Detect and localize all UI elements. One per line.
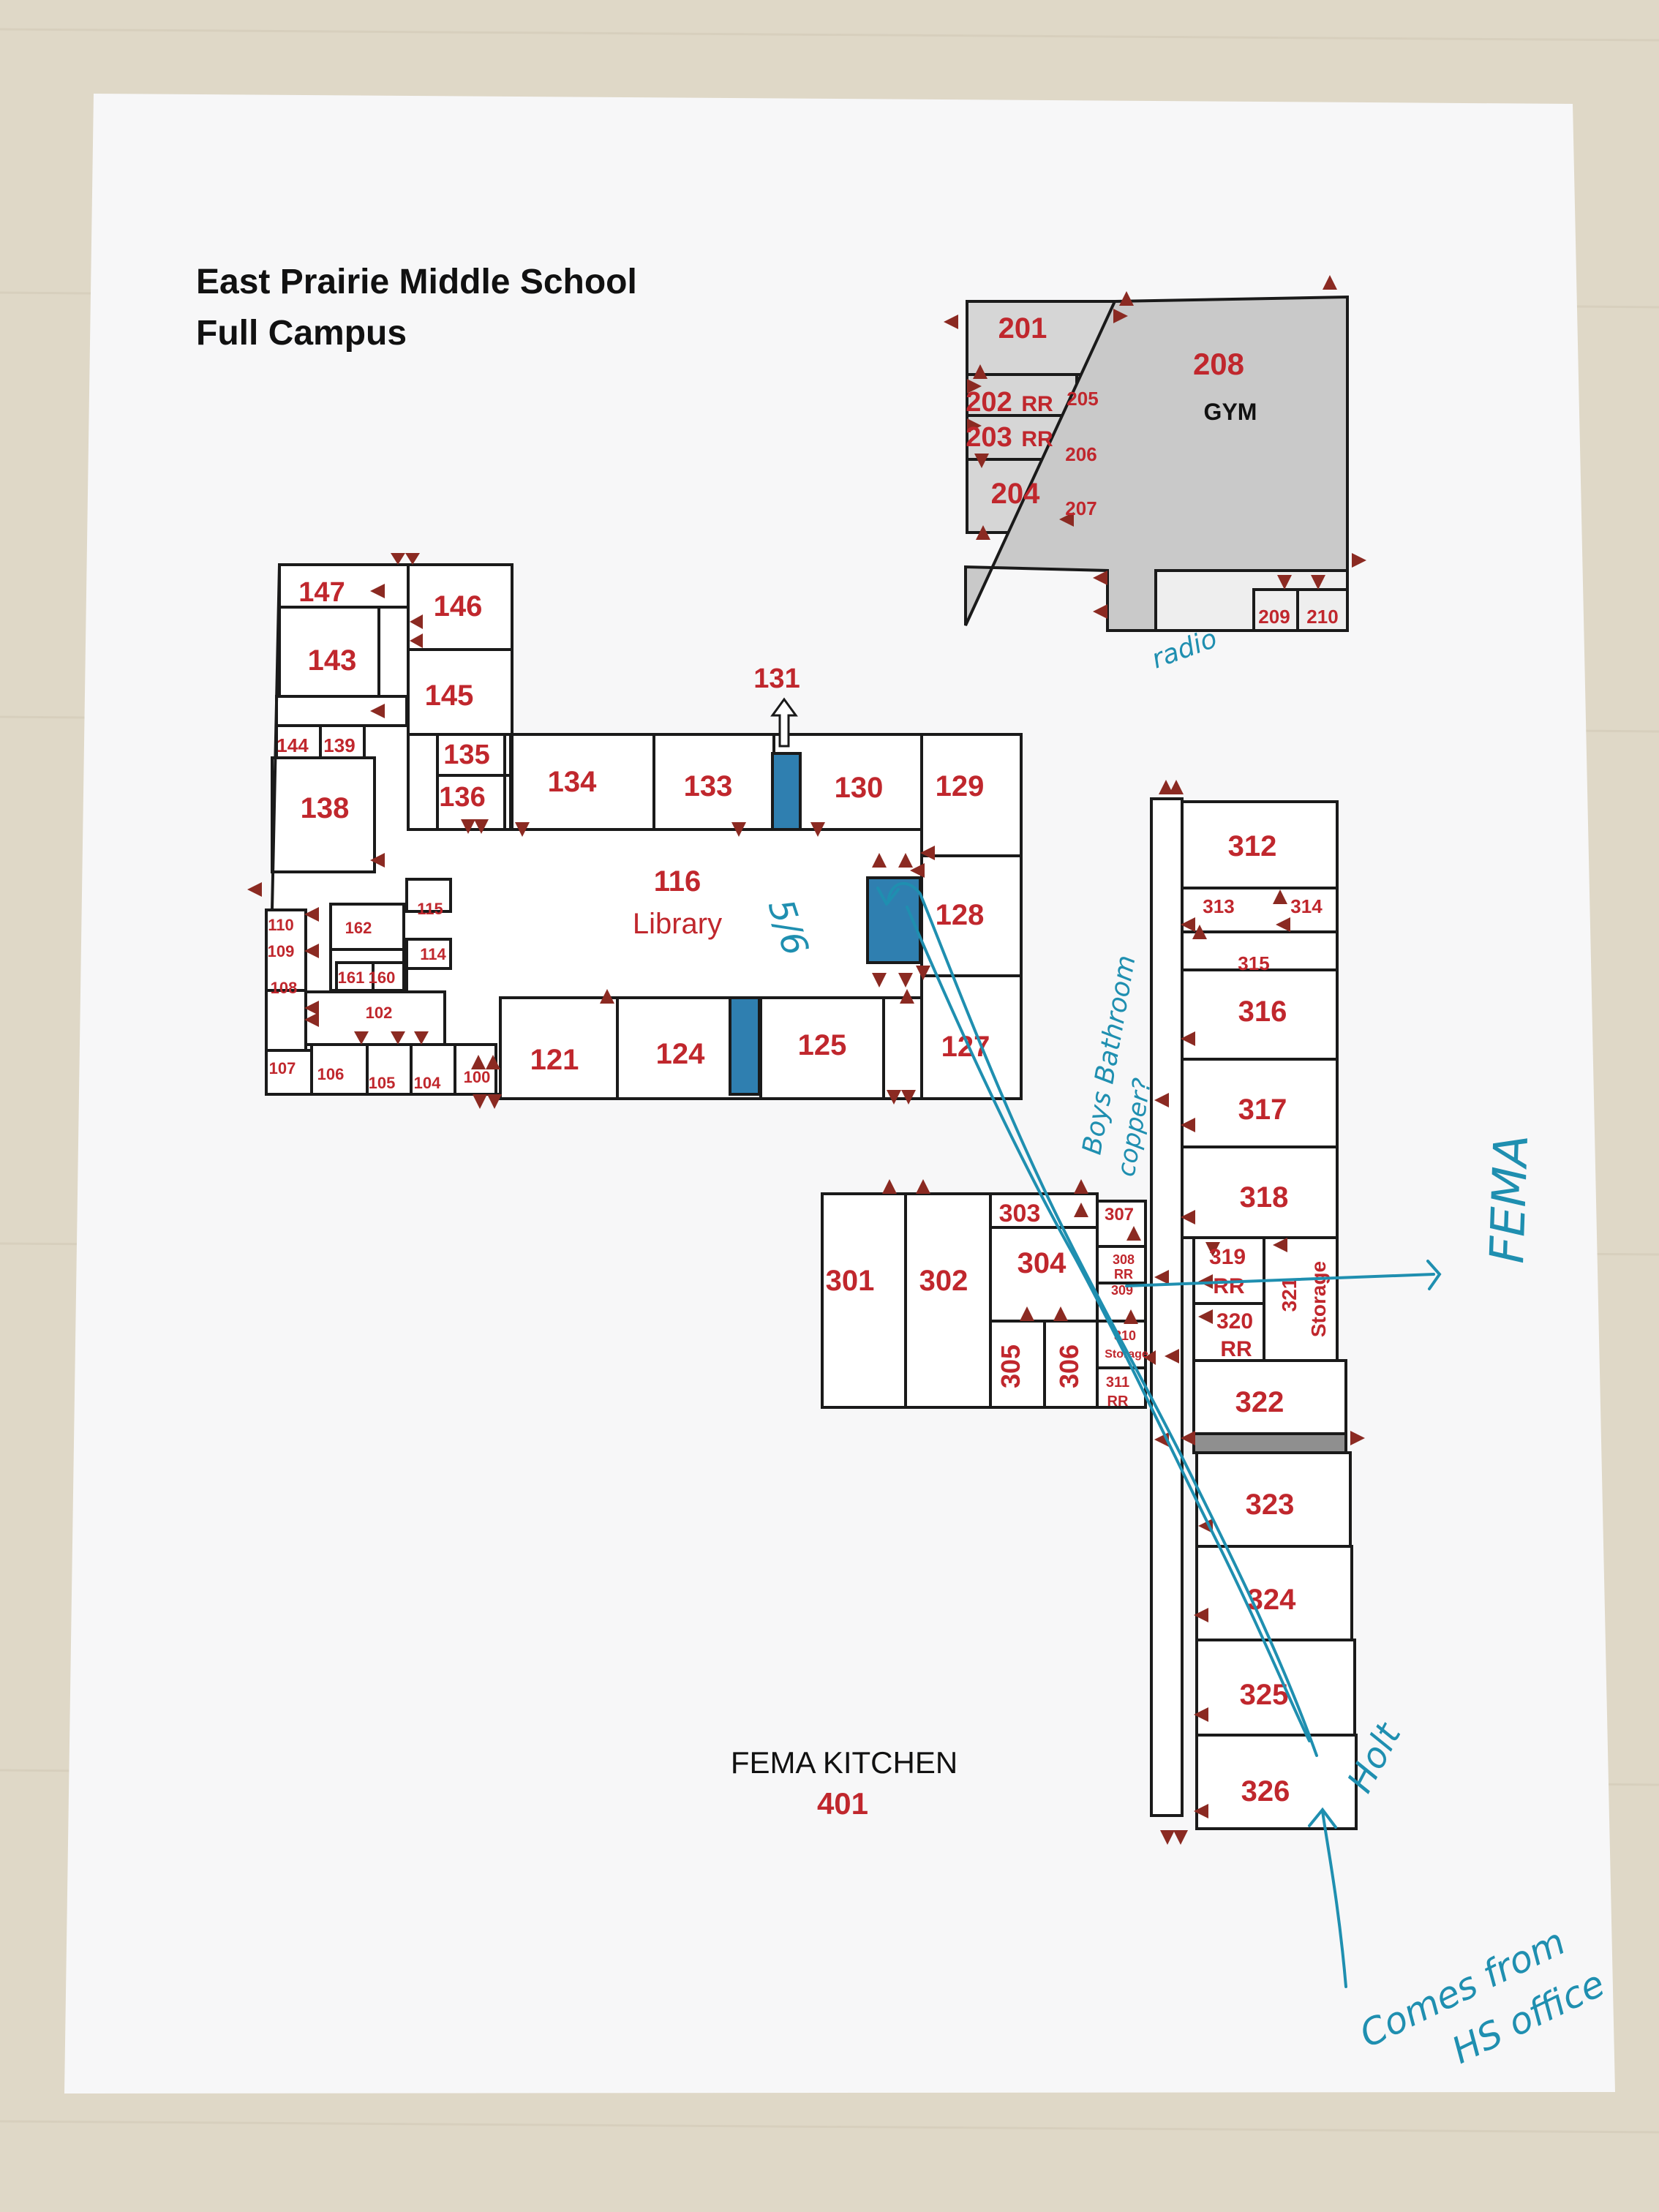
room-305: 305 [996,1344,1026,1388]
room-210: 210 [1306,606,1338,628]
room-202-rr: RR [1021,392,1053,416]
room-207: 207 [1065,497,1096,519]
room-318: 318 [1240,1181,1289,1214]
room-102: 102 [366,1004,393,1022]
room-138: 138 [301,792,350,824]
room-131: 131 [753,663,800,694]
gym-label: GYM [1204,399,1257,425]
room-316: 316 [1238,996,1287,1028]
fema-kitchen-label: FEMA KITCHEN [731,1745,958,1780]
room-108: 108 [271,979,298,997]
storage-310: Storage [1105,1348,1148,1361]
room-146: 146 [434,590,483,622]
room-315: 315 [1238,952,1269,974]
page-subtitle: Full Campus [196,314,407,353]
room-162: 162 [345,919,372,937]
room-320-rr: RR [1220,1337,1252,1361]
building-300 [821,797,1358,1830]
room-205: 205 [1066,388,1098,410]
room-105: 105 [369,1074,396,1092]
room-139: 139 [323,734,355,756]
room-130: 130 [835,772,884,804]
building-100 [265,563,1023,1100]
room-160: 160 [369,968,396,987]
room-106: 106 [317,1065,345,1083]
handwritten-fema: FEMA [1481,1134,1539,1265]
stairwell-5-6 [771,752,802,831]
room-136: 136 [439,782,485,813]
room-147: 147 [298,577,345,608]
room-319: 319 [1209,1245,1246,1269]
room-401: 401 [817,1786,868,1821]
room-109: 109 [268,942,295,960]
room-308: 308 [1113,1252,1135,1267]
room-110: 110 [268,916,294,934]
room-206: 206 [1065,443,1096,465]
room-133: 133 [684,770,733,802]
room-135: 135 [443,740,489,770]
room-324: 324 [1247,1584,1296,1616]
room-161: 161 [338,968,365,987]
library-label: Library [633,908,722,940]
handwritten-route [876,881,1442,1988]
room-209: 209 [1258,606,1290,628]
room-322: 322 [1235,1386,1284,1418]
room-325: 325 [1240,1679,1289,1711]
room-311-rr: RR [1107,1393,1129,1410]
room-201: 201 [998,312,1047,345]
room-301: 301 [826,1265,875,1297]
building-200 [964,295,1349,632]
room-104: 104 [414,1074,441,1092]
room-326: 326 [1241,1775,1290,1807]
room-203-rr: RR [1021,427,1053,451]
room-314: 314 [1290,895,1323,917]
room-134: 134 [548,766,597,798]
room-323: 323 [1246,1489,1295,1521]
room-116: 116 [654,865,701,898]
room-306: 306 [1054,1344,1084,1388]
room-302: 302 [919,1265,968,1297]
room-125: 125 [798,1029,847,1061]
room-107: 107 [269,1059,296,1077]
room-145: 145 [425,680,474,712]
room-307: 307 [1105,1205,1134,1224]
room-304: 304 [1017,1247,1066,1279]
room-320: 320 [1216,1309,1253,1333]
room-204: 204 [991,478,1040,510]
room-115: 115 [417,900,443,918]
room-114: 114 [420,945,446,963]
room-312: 312 [1228,830,1277,862]
room-128: 128 [936,899,985,931]
door-markers [247,275,1366,1845]
room-129: 129 [936,770,985,802]
room-311: 311 [1106,1374,1129,1391]
page-title: East Prairie Middle School [196,263,637,301]
room-121: 121 [530,1044,579,1076]
room-319-rr: RR [1213,1274,1245,1298]
arrow-up-icon [770,697,798,748]
room-124: 124 [656,1038,705,1070]
room-308-rr: RR [1114,1267,1133,1282]
room-143: 143 [308,644,357,677]
room-317: 317 [1238,1094,1287,1126]
room-144: 144 [276,734,309,756]
stairwell-124 [729,996,761,1096]
room-208: 208 [1193,347,1244,381]
room-100: 100 [464,1068,491,1086]
storage-321: Storage [1307,1261,1330,1337]
room-303: 303 [999,1200,1041,1227]
room-313: 313 [1203,895,1234,917]
room-202: 202 [966,387,1012,418]
room-203: 203 [966,422,1012,453]
room-321: 321 [1278,1278,1301,1312]
